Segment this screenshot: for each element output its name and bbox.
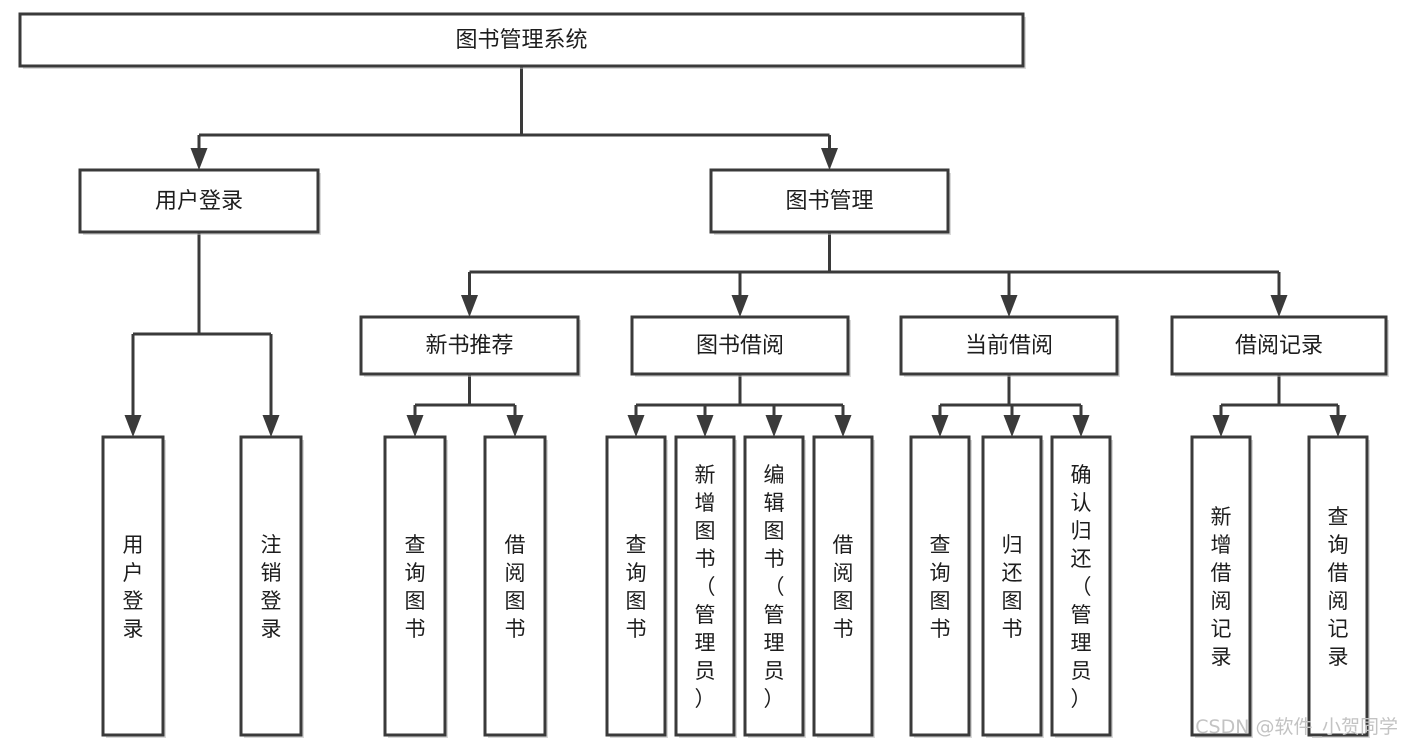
node-leaf-query-book-1[interactable]: 查询图书	[383, 435, 448, 738]
node-leaf-query-record[interactable]: 查询借阅记录	[1307, 435, 1370, 738]
node-label: 新增借阅记录	[1211, 505, 1232, 669]
node-label: 用户登录	[155, 189, 243, 214]
node-new-book-recommend[interactable]: 新书推荐	[359, 315, 581, 377]
node-root[interactable]: 图书管理系统	[18, 12, 1026, 69]
node-leaf-user-login[interactable]: 用户登录	[101, 435, 166, 738]
node-label: 确认归还（管理员）	[1071, 463, 1092, 711]
node-leaf-add-record[interactable]: 新增借阅记录	[1190, 435, 1253, 738]
node-current-borrow[interactable]: 当前借阅	[899, 315, 1120, 377]
node-book-borrow[interactable]: 图书借阅	[630, 315, 851, 377]
node-label: 借阅图书	[833, 533, 854, 641]
node-label: 查询图书	[930, 533, 951, 641]
node-label: 借阅图书	[505, 533, 526, 641]
node-label: 图书借阅	[696, 334, 784, 359]
node-leaf-add-book[interactable]: 新增图书（管理员）	[674, 435, 737, 738]
node-label: 查询图书	[626, 533, 647, 641]
node-label: 归还图书	[1002, 533, 1023, 641]
node-label: 注销登录	[261, 533, 282, 641]
csdn-watermark: CSDN @软件_小贺同学	[1195, 716, 1398, 738]
node-label: 新增图书（管理员）	[695, 463, 716, 711]
node-label: 查询借阅记录	[1328, 505, 1349, 669]
node-leaf-confirm-return[interactable]: 确认归还（管理员）	[1050, 435, 1113, 738]
node-leaf-return-book[interactable]: 归还图书	[981, 435, 1044, 738]
node-label: 图书管理	[785, 189, 873, 214]
node-leaf-borrow-book-1[interactable]: 借阅图书	[483, 435, 548, 738]
node-leaf-edit-book[interactable]: 编辑图书（管理员）	[743, 435, 806, 738]
node-label: 用户登录	[123, 533, 144, 641]
node-label: 借阅记录	[1235, 334, 1323, 359]
node-leaf-query-book-2[interactable]: 查询图书	[605, 435, 668, 738]
node-book-manage[interactable]: 图书管理	[709, 168, 951, 235]
node-label: 查询图书	[405, 533, 426, 641]
node-label: 当前借阅	[965, 334, 1053, 359]
node-leaf-borrow-book-2[interactable]: 借阅图书	[812, 435, 875, 738]
nodes-layer: 图书管理系统用户登录图书管理新书推荐图书借阅当前借阅借阅记录用户登录注销登录查询…	[18, 12, 1389, 738]
node-user-login[interactable]: 用户登录	[78, 168, 321, 235]
node-label: 新书推荐	[425, 334, 513, 359]
node-leaf-query-book-3[interactable]: 查询图书	[909, 435, 972, 738]
node-borrow-record[interactable]: 借阅记录	[1170, 315, 1389, 377]
connectors-layer	[124, 66, 1347, 437]
node-label: 图书管理系统	[455, 28, 587, 53]
node-leaf-logout[interactable]: 注销登录	[239, 435, 304, 738]
node-label: 编辑图书（管理员）	[764, 463, 785, 711]
